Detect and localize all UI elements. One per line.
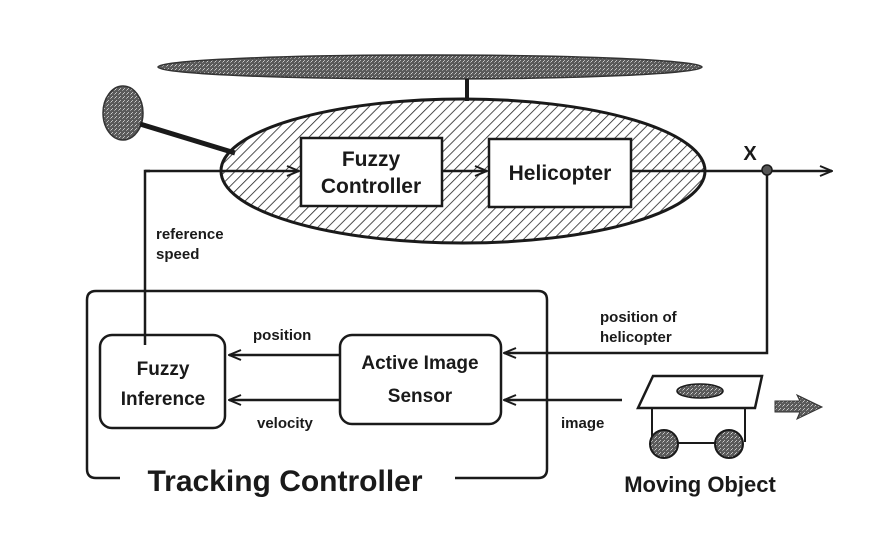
fuzzy-inference-label-2: Inference — [121, 389, 205, 410]
tracking-controller-group — [85, 289, 549, 480]
cart-wheel-left — [649, 429, 679, 459]
position-of-helicopter-label-1: position of — [600, 309, 678, 326]
output-label: X — [743, 143, 757, 165]
position-of-helicopter-label-2: helicopter — [600, 329, 672, 346]
main-rotor-icon — [157, 54, 703, 80]
tail-rotor-icon — [102, 85, 144, 141]
fuzzy-inference-block — [98, 333, 227, 430]
reference-speed-label-1: reference — [156, 226, 224, 243]
tail-boom — [139, 121, 236, 156]
fuzzy-controller-label-1: Fuzzy — [342, 148, 401, 171]
fuzzy-controller-label-2: Controller — [321, 175, 421, 198]
velocity-label: velocity — [257, 415, 314, 432]
active-image-sensor-label-1: Active Image — [361, 353, 478, 374]
active-image-sensor-label-2: Sensor — [388, 386, 453, 407]
fuzzy-inference-label-1: Fuzzy — [137, 359, 190, 380]
reference-speed-line — [143, 169, 150, 345]
motion-arrow-icon — [774, 393, 824, 421]
helicopter-label: Helicopter — [509, 162, 612, 185]
image-label: image — [561, 415, 604, 432]
cart-wheel-right — [714, 429, 744, 459]
output-node — [761, 164, 773, 176]
active-image-sensor-block — [338, 333, 503, 426]
helicopter-block — [487, 137, 633, 209]
target-marker — [676, 383, 724, 399]
moving-object-label: Moving Object — [624, 472, 776, 497]
reference-speed-label-2: speed — [156, 246, 199, 263]
position-feedback-line — [504, 175, 769, 353]
tracking-controller-label: Tracking Controller — [147, 465, 422, 498]
position-label: position — [253, 327, 311, 344]
moving-object-icon — [636, 374, 764, 459]
fuzzy-controller-block — [299, 136, 444, 208]
